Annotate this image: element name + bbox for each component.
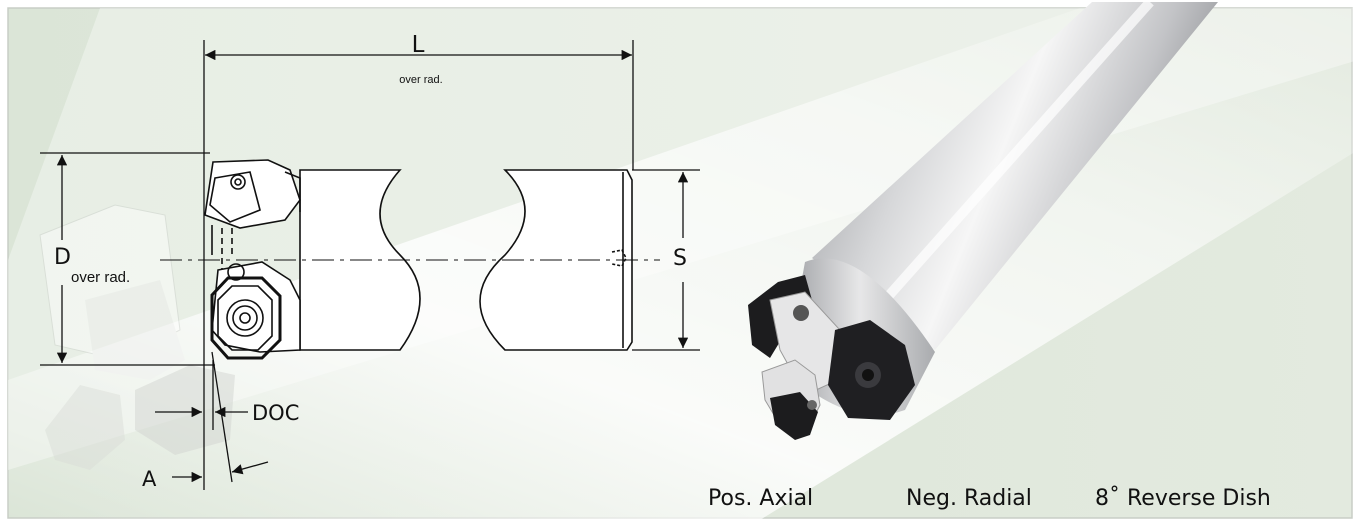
- dimension-d: [40, 152, 215, 366]
- dimension-s: [632, 169, 700, 351]
- dimension-d-label: D: [54, 245, 71, 270]
- faded-insert-group: [39, 204, 235, 470]
- end-mill-photo: [748, 0, 1218, 440]
- dimension-doc: [155, 351, 248, 483]
- dimension-l-note: over rad.: [399, 74, 442, 86]
- dimension-l: [203, 40, 634, 490]
- dimension-l-label: L: [412, 32, 425, 58]
- feature-reverse-dish: 8˚ Reverse Dish: [1095, 486, 1271, 511]
- feature-neg-radial: Neg. Radial: [906, 486, 1032, 511]
- dimension-a-label: A: [142, 467, 157, 491]
- dimension-d-note: over rad.: [71, 269, 130, 286]
- dimension-a: [172, 461, 269, 483]
- dimension-doc-label: DOC: [252, 401, 299, 425]
- feature-pos-axial: Pos. Axial: [708, 486, 813, 511]
- dimension-s-label: S: [673, 246, 687, 271]
